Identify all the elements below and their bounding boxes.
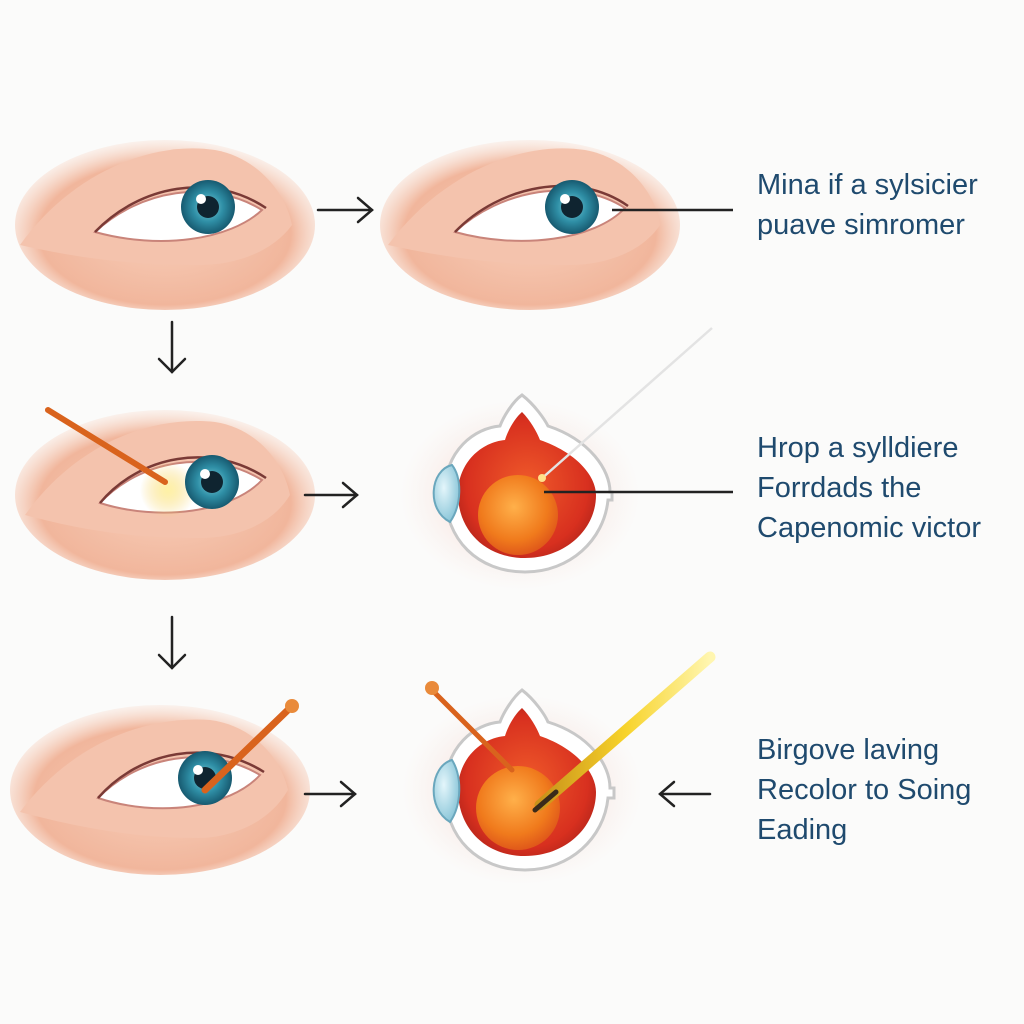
probe-orange-1 — [45, 407, 168, 485]
arrow-right-1 — [316, 196, 374, 224]
arrow-right-3 — [303, 780, 357, 808]
probe-yellow-tip — [532, 789, 559, 813]
arrow-down-1 — [157, 320, 187, 374]
caption-line: Capenomic victor — [757, 512, 982, 544]
eyeball-cross-section-1 — [400, 393, 640, 590]
caption-line: Eading — [757, 814, 848, 846]
arrow-left-1 — [658, 780, 712, 808]
probe-handle-2 — [285, 699, 299, 713]
probe-yellow — [534, 651, 716, 811]
caption-line: Forrdads the — [757, 472, 922, 504]
arrow-down-2 — [157, 615, 187, 670]
probe-orange-3 — [429, 687, 515, 773]
eye-illustration-1 — [15, 140, 315, 310]
eyeball-cross-section-2 — [402, 688, 642, 885]
probe-handle-3 — [425, 681, 439, 695]
eye-illustration-2 — [380, 140, 680, 310]
caption-line: Hrop a sylldiere — [757, 432, 959, 464]
caption-line: puave simromer — [757, 209, 965, 241]
caption-line: Birgove laving — [757, 734, 940, 766]
probe-tip-1 — [538, 474, 546, 482]
probe-thin-1 — [539, 327, 713, 481]
caption-step-2: Hrop a sylldiere Forrdads the Capenomic … — [757, 428, 981, 548]
caption-line: Mina if a sylsicier — [757, 169, 978, 201]
eye-illustration-4 — [10, 705, 310, 875]
arrow-right-2 — [303, 481, 359, 509]
caption-step-1: Mina if a sylsicier puave simromer — [757, 165, 978, 245]
caption-step-3: Birgove laving Recolor to Soing Eading — [757, 730, 971, 850]
probe-orange-2 — [201, 704, 294, 794]
caption-line: Recolor to Soing — [757, 774, 972, 806]
eye-illustration-3 — [15, 410, 315, 580]
